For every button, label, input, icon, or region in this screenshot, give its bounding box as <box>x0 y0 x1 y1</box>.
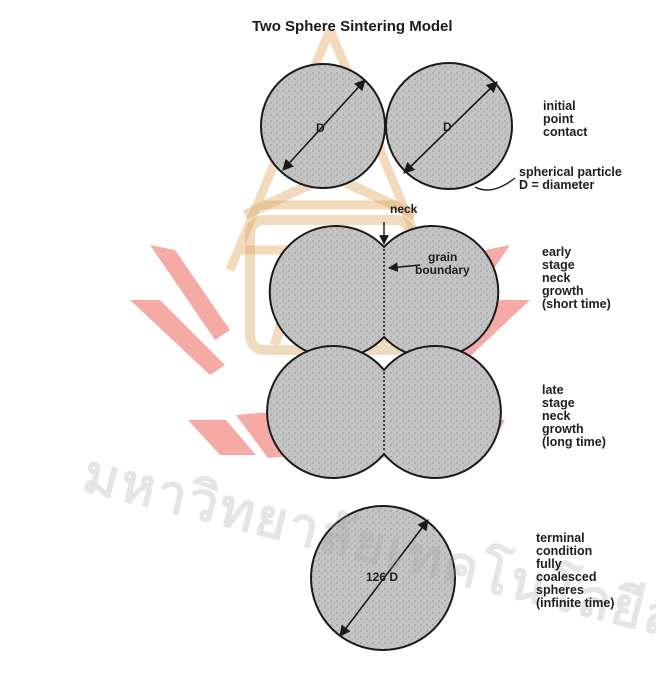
label-line: (infinite time) <box>536 597 614 610</box>
label-line: contact <box>543 126 587 139</box>
right-diameter-label: D <box>443 120 452 134</box>
stage-label-spherical-particle: spherical particle D = diameter <box>519 166 622 192</box>
stage-label-initial: initial point contact <box>543 100 587 139</box>
neck-label: neck <box>390 202 417 216</box>
grain-label: grain <box>428 250 457 264</box>
label-line: (long time) <box>542 436 606 449</box>
stage-label-terminal: terminal condition fully coalesced spher… <box>536 532 614 610</box>
final-diameter-label: 126 D <box>366 570 398 584</box>
boundary-label: boundary <box>415 263 470 277</box>
diagram-title: Two Sphere Sintering Model <box>252 18 453 35</box>
early-neck-body <box>270 226 499 358</box>
label-line: D = diameter <box>519 179 622 192</box>
stage-label-early: early stage neck growth (short time) <box>542 246 611 311</box>
late-neck-spheres <box>267 346 501 478</box>
left-diameter-label: D <box>316 121 325 135</box>
label-line: (short time) <box>542 298 611 311</box>
stage-label-late: late stage neck growth (long time) <box>542 384 606 449</box>
early-neck-spheres <box>270 222 499 358</box>
